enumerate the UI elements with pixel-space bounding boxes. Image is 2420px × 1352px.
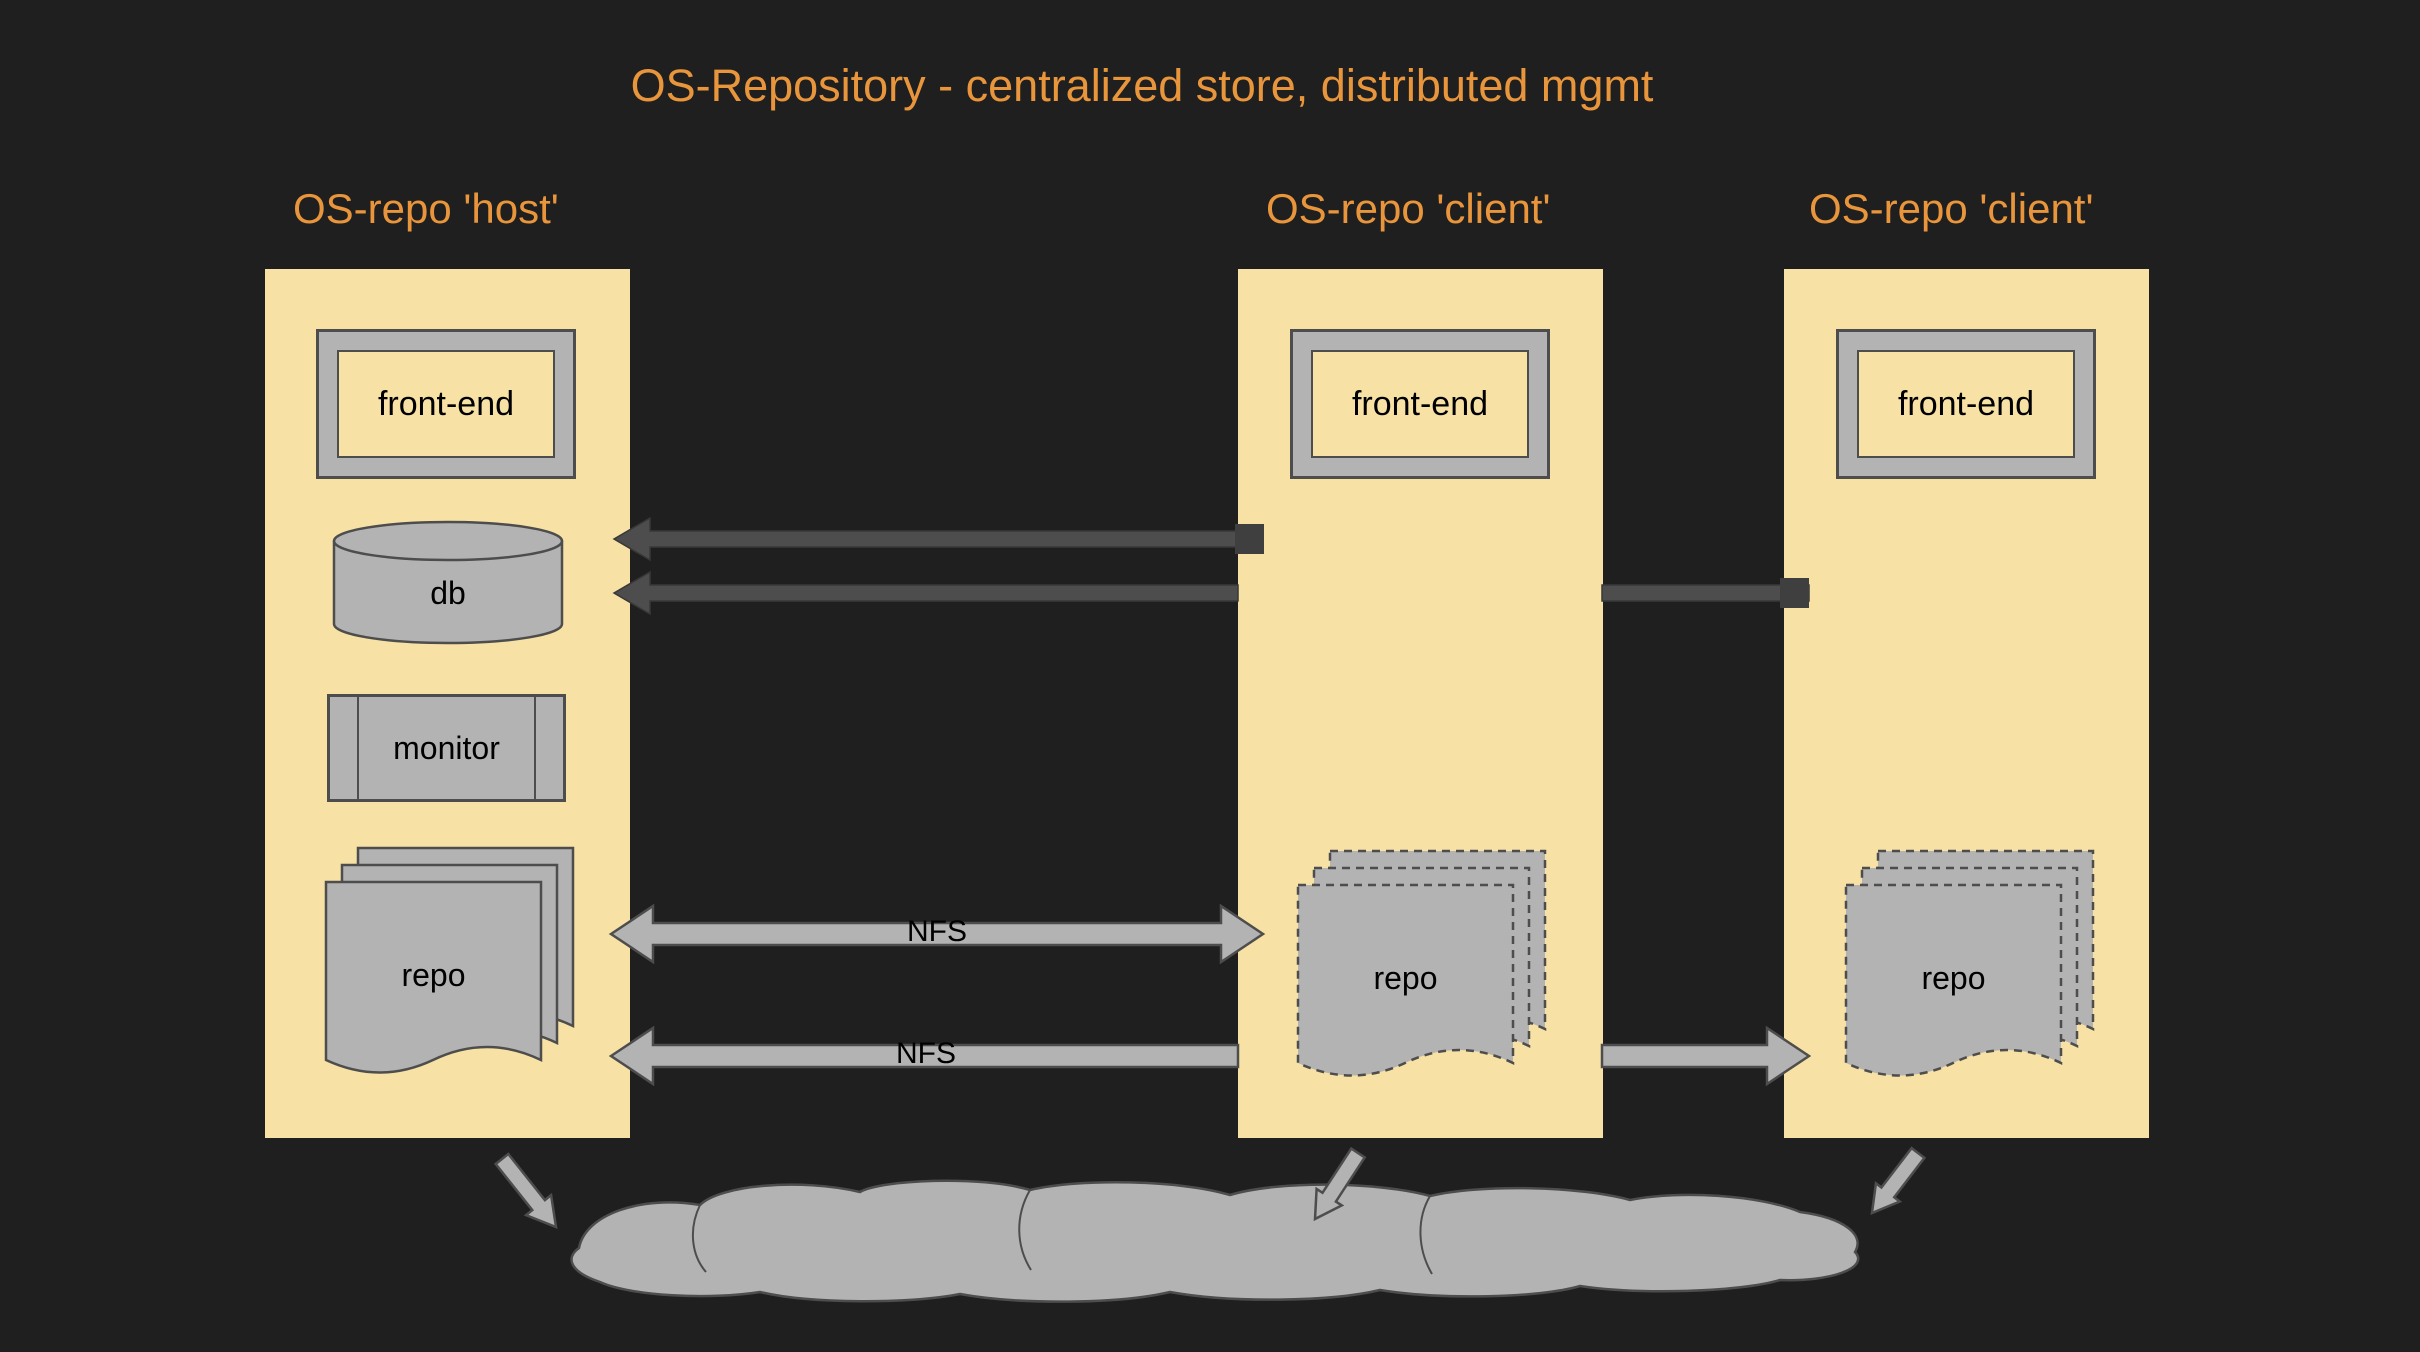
front-end-node-client-2: front-end bbox=[1836, 329, 2096, 479]
cloud-seam-3 bbox=[1419, 1195, 1433, 1275]
repo-documents-icon-client-1 bbox=[1296, 849, 1547, 1077]
arrow-client1-to-cloud bbox=[1313, 1146, 1367, 1222]
process-bar-left bbox=[357, 697, 359, 799]
repo-sheet-front bbox=[1844, 883, 2063, 1077]
arrow-client1-to-client2 bbox=[1600, 1025, 1812, 1087]
cloud-seam-2 bbox=[1018, 1189, 1032, 1271]
front-end-node-client-2-inner: front-end bbox=[1857, 350, 2075, 458]
arrow-client2-to-db-right-segment bbox=[1601, 584, 1810, 602]
arrow-client1-to-db bbox=[612, 516, 1264, 562]
monitor-node: monitor bbox=[327, 694, 566, 802]
repo-documents-icon-host bbox=[324, 846, 575, 1074]
repo-node-client-2: repo bbox=[1844, 849, 2096, 1091]
front-end-node-client-1: front-end bbox=[1290, 329, 1550, 479]
panel-label-host: OS-repo 'host' bbox=[293, 185, 559, 232]
monitor-label: monitor bbox=[393, 729, 500, 766]
front-end-label-host: front-end bbox=[377, 384, 515, 423]
nfs-label-bottom: NFS bbox=[896, 1037, 956, 1070]
front-end-node-host-inner: front-end bbox=[337, 350, 555, 458]
repo-documents-icon-client-2 bbox=[1844, 849, 2095, 1077]
nfs-label-top: NFS bbox=[907, 915, 967, 948]
db-cylinder-icon bbox=[332, 520, 564, 645]
repo-sheet-front bbox=[1296, 883, 1515, 1077]
repo-sheet-front bbox=[324, 880, 543, 1074]
front-end-label-client-2: front-end bbox=[1897, 384, 2035, 423]
arrow-client2-to-cloud bbox=[1870, 1146, 1927, 1215]
arrow-client2-to-db-left-segment bbox=[612, 570, 1239, 616]
front-end-node-host: front-end bbox=[316, 329, 576, 479]
repo-node-host: repo bbox=[324, 846, 576, 1088]
panel-label-client-2: OS-repo 'client' bbox=[1809, 185, 2094, 232]
diagram-title: OS-Repository - centralized store, distr… bbox=[630, 60, 1654, 111]
db-cylinder-body bbox=[332, 541, 564, 645]
arrow-host-to-cloud bbox=[493, 1152, 558, 1229]
front-end-node-client-1-inner: front-end bbox=[1311, 350, 1529, 458]
db-cylinder-top bbox=[332, 520, 564, 562]
process-bar-right bbox=[534, 697, 536, 799]
db-node: db bbox=[332, 520, 564, 645]
cloud-shape bbox=[570, 1179, 1860, 1303]
cloud-seam-1 bbox=[691, 1204, 707, 1273]
front-end-label-client-1: front-end bbox=[1351, 384, 1489, 423]
repo-node-client-1: repo bbox=[1296, 849, 1548, 1091]
panel-label-client-1: OS-repo 'client' bbox=[1266, 185, 1551, 232]
